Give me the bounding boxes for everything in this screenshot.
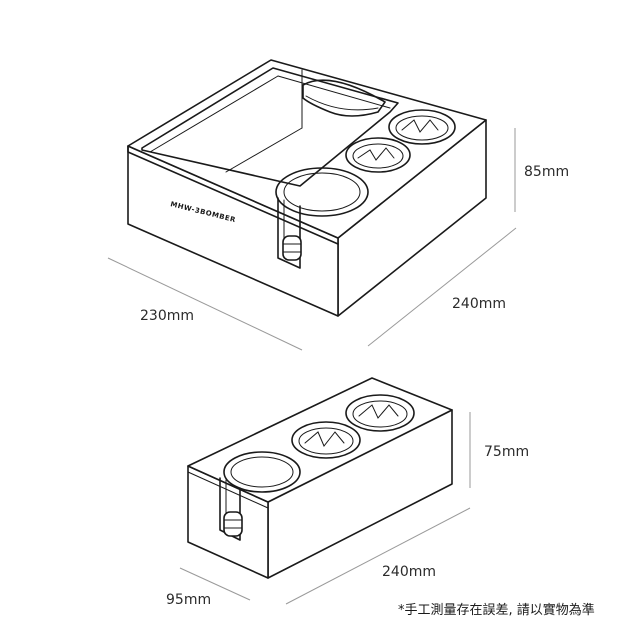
small-portafilter-holder-1: [291, 421, 361, 459]
small-tamper-ring-outer: [223, 451, 301, 493]
large-box-inner-opening: [141, 67, 399, 187]
small-rubber-grommet: [223, 511, 243, 537]
tamper-station-small: [187, 377, 453, 579]
knock-box-large: MHW-3BOMBER: [127, 59, 487, 317]
label-top-height: 85mm: [524, 164, 569, 180]
portafilter-holder-2: [388, 109, 456, 145]
rubber-grommet: [282, 235, 302, 261]
dim-line-top-width: [107, 257, 303, 351]
tamper-slot: [277, 197, 301, 269]
small-tamper-ring-inner: [230, 456, 294, 488]
tamper-ring-outer: [275, 167, 369, 217]
dim-line-top-length: [367, 227, 517, 347]
dim-line-bottom-length: [285, 507, 471, 605]
tamper-ring-inner: [283, 172, 361, 212]
portafilter-holder-1: [345, 137, 411, 173]
label-top-width: 230mm: [140, 308, 194, 324]
label-bottom-width: 95mm: [166, 592, 211, 608]
label-bottom-length: 240mm: [382, 564, 436, 580]
dim-line-bottom-width: [179, 567, 251, 601]
knock-bar: [302, 79, 386, 117]
small-portafilter-holder-2: [345, 394, 415, 432]
large-box-front-edge: [127, 145, 339, 245]
disclaimer-note: *手工測量存在誤差, 請以實物為準: [398, 602, 595, 618]
label-bottom-height: 75mm: [484, 444, 529, 460]
label-top-length: 240mm: [452, 296, 506, 312]
